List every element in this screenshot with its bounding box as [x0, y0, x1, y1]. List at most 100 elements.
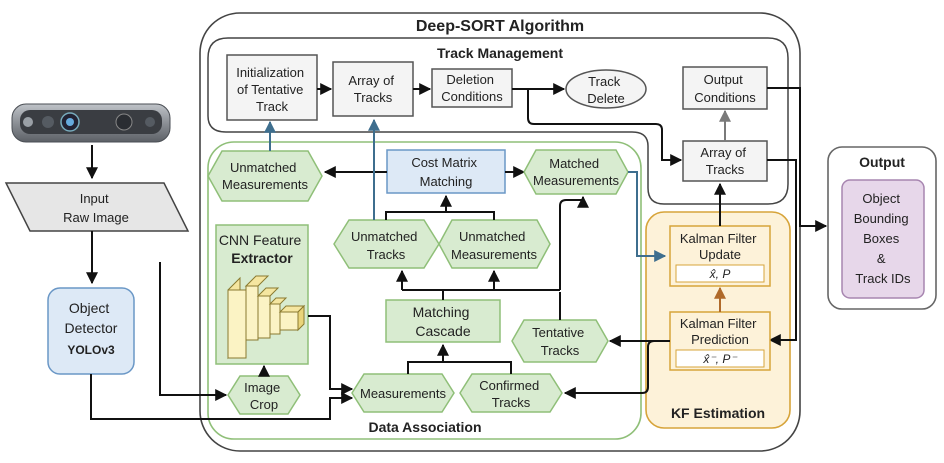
confirmed-tracks — [459, 373, 563, 413]
arrow-deletion-arraymid — [527, 89, 683, 166]
matched-meas-line-2: Measurements — [533, 173, 619, 188]
arrow-outputcond-output — [767, 87, 828, 232]
tentative-tracks — [511, 319, 609, 363]
kf-update-formula: x̂, P — [709, 267, 731, 281]
unmatched-meas-top-line-2: Measurements — [222, 177, 308, 192]
confirmed-tracks-line-1: Confirmed — [479, 378, 539, 393]
confirmed-tracks-text: Confirmed Tracks — [479, 378, 543, 410]
arrow-cascade-matchedmeas — [559, 195, 589, 290]
output-conditions-line-2: Conditions — [694, 90, 756, 105]
detector-line-1: Object — [69, 300, 110, 316]
cnn-line-1: CNN Feature — [219, 232, 302, 248]
track-management-container — [207, 37, 789, 205]
kf-prediction-formula-box — [675, 349, 765, 368]
cost-matrix-text: Cost Matrix Matching — [411, 155, 480, 189]
detector-line-2: Detector — [65, 320, 118, 336]
output-line-3: Boxes — [863, 231, 900, 246]
kf-prediction-text: Kalman Filter Prediction — [680, 316, 760, 347]
image-crop-line-1: Image — [244, 380, 280, 395]
confirmed-tracks-line-2: Tracks — [492, 395, 531, 410]
kf-prediction-line-2: Prediction — [691, 332, 749, 347]
deletion-text: Deletion Conditions — [441, 72, 503, 104]
tentative-tracks-line-1: Tentative — [532, 325, 584, 340]
detector-text: Object Detector — [65, 300, 118, 336]
kf-update-line-1: Kalman Filter — [680, 231, 757, 246]
wire-meas-confirmed-join — [407, 361, 512, 374]
unmatched-measurements-top — [207, 150, 323, 202]
arrow-prediction-confirmed — [563, 340, 670, 399]
array-mid-text: Array of Tracks — [700, 145, 749, 177]
unmatched-meas-mid-text: Unmatched Measurements — [451, 229, 537, 262]
data-association-title: Data Association — [368, 419, 481, 435]
init-line-1: Initialization — [236, 65, 304, 80]
output-conditions-text: Output Conditions — [694, 72, 756, 105]
cost-matrix-matching — [386, 149, 506, 194]
unmatched-meas-mid-line-1: Unmatched — [459, 229, 525, 244]
input-line-1: Input — [80, 191, 109, 206]
matching-cascade — [385, 299, 501, 343]
arrow-cnn-measurements — [308, 315, 354, 395]
deep-sort-title: Deep-SORT Algorithm — [416, 18, 584, 35]
unmatched-tracks-text: Unmatched Tracks — [351, 229, 421, 262]
kf-update-text: Kalman Filter Update — [680, 231, 760, 262]
unmatched-tracks-line-1: Unmatched — [351, 229, 417, 244]
cost-matrix-line-1: Cost Matrix — [411, 155, 477, 170]
output-line-2: Bounding — [854, 211, 909, 226]
init-line-2: of Tentative — [237, 82, 303, 97]
detector-model: YOLOv3 — [67, 343, 115, 357]
track-delete-line-1: Track — [588, 74, 621, 89]
unmatched-tracks-line-2: Tracks — [367, 247, 406, 262]
arrow-arraymid-prediction — [767, 159, 797, 346]
output-line-1: Object — [862, 191, 900, 206]
matched-meas-text: Matched Measurements — [533, 156, 619, 188]
tentative-tracks-line-2: Tracks — [541, 343, 580, 358]
deletion-line-2: Conditions — [441, 89, 503, 104]
track-management-title: Track Management — [437, 45, 563, 61]
output-conditions-line-1: Output — [704, 72, 743, 87]
deletion-line-1: Deletion — [446, 72, 494, 87]
cost-matrix-line-2: Matching — [420, 174, 473, 189]
init-line-3: Track — [256, 99, 289, 114]
wire-unmatched-join — [385, 211, 495, 220]
camera-icon — [11, 103, 171, 143]
arrow-detector-measurements — [90, 374, 354, 420]
array-top-text: Array of Tracks — [348, 73, 397, 105]
data-association-container — [207, 141, 642, 440]
deep-sort-container — [199, 12, 801, 452]
kf-prediction-line-1: Kalman Filter — [680, 316, 757, 331]
deletion-conditions — [431, 68, 513, 108]
array-mid-line-2: Tracks — [706, 162, 745, 177]
measurements-text: Measurements — [360, 386, 446, 401]
image-crop — [227, 375, 301, 415]
initialization-tentative-track — [226, 54, 318, 121]
matching-cascade-line-1: Matching — [413, 304, 470, 320]
kf-estimation-title: KF Estimation — [671, 405, 765, 421]
image-crop-text: Image Crop — [244, 380, 284, 412]
array-mid-line-1: Array of — [700, 145, 746, 160]
cnn-layers-icon — [227, 275, 306, 360]
array-top-line-1: Array of — [348, 73, 394, 88]
arrow-matchedmeas-kfupdate — [628, 171, 667, 262]
image-crop-line-2: Crop — [250, 397, 278, 412]
track-delete-line-2: Delete — [587, 91, 625, 106]
kf-update-formula-box — [675, 264, 765, 283]
cnn-line-2: Extractor — [231, 250, 293, 266]
unmatched-meas-top-text: Unmatched Measurements — [222, 160, 308, 192]
unmatched-meas-mid-line-2: Measurements — [451, 247, 537, 262]
input-raw-image — [4, 182, 190, 232]
output-text: Object Bounding Boxes & Track IDs — [854, 191, 913, 286]
array-of-tracks-top — [332, 61, 414, 117]
output-line-4: & — [877, 251, 886, 266]
output-box — [841, 179, 925, 299]
track-delete — [565, 69, 647, 109]
input-text: Input Raw Image — [63, 191, 129, 225]
arrow-detector-imagecrop — [159, 262, 228, 401]
unmatched-meas-top-line-1: Unmatched — [230, 160, 296, 175]
kf-prediction-formula: x̂⁻, P⁻ — [702, 352, 738, 366]
matching-cascade-text: Matching Cascade — [413, 304, 474, 339]
matched-meas-line-1: Matched — [549, 156, 599, 171]
array-top-line-2: Tracks — [354, 90, 393, 105]
track-delete-text: Track Delete — [587, 74, 625, 106]
